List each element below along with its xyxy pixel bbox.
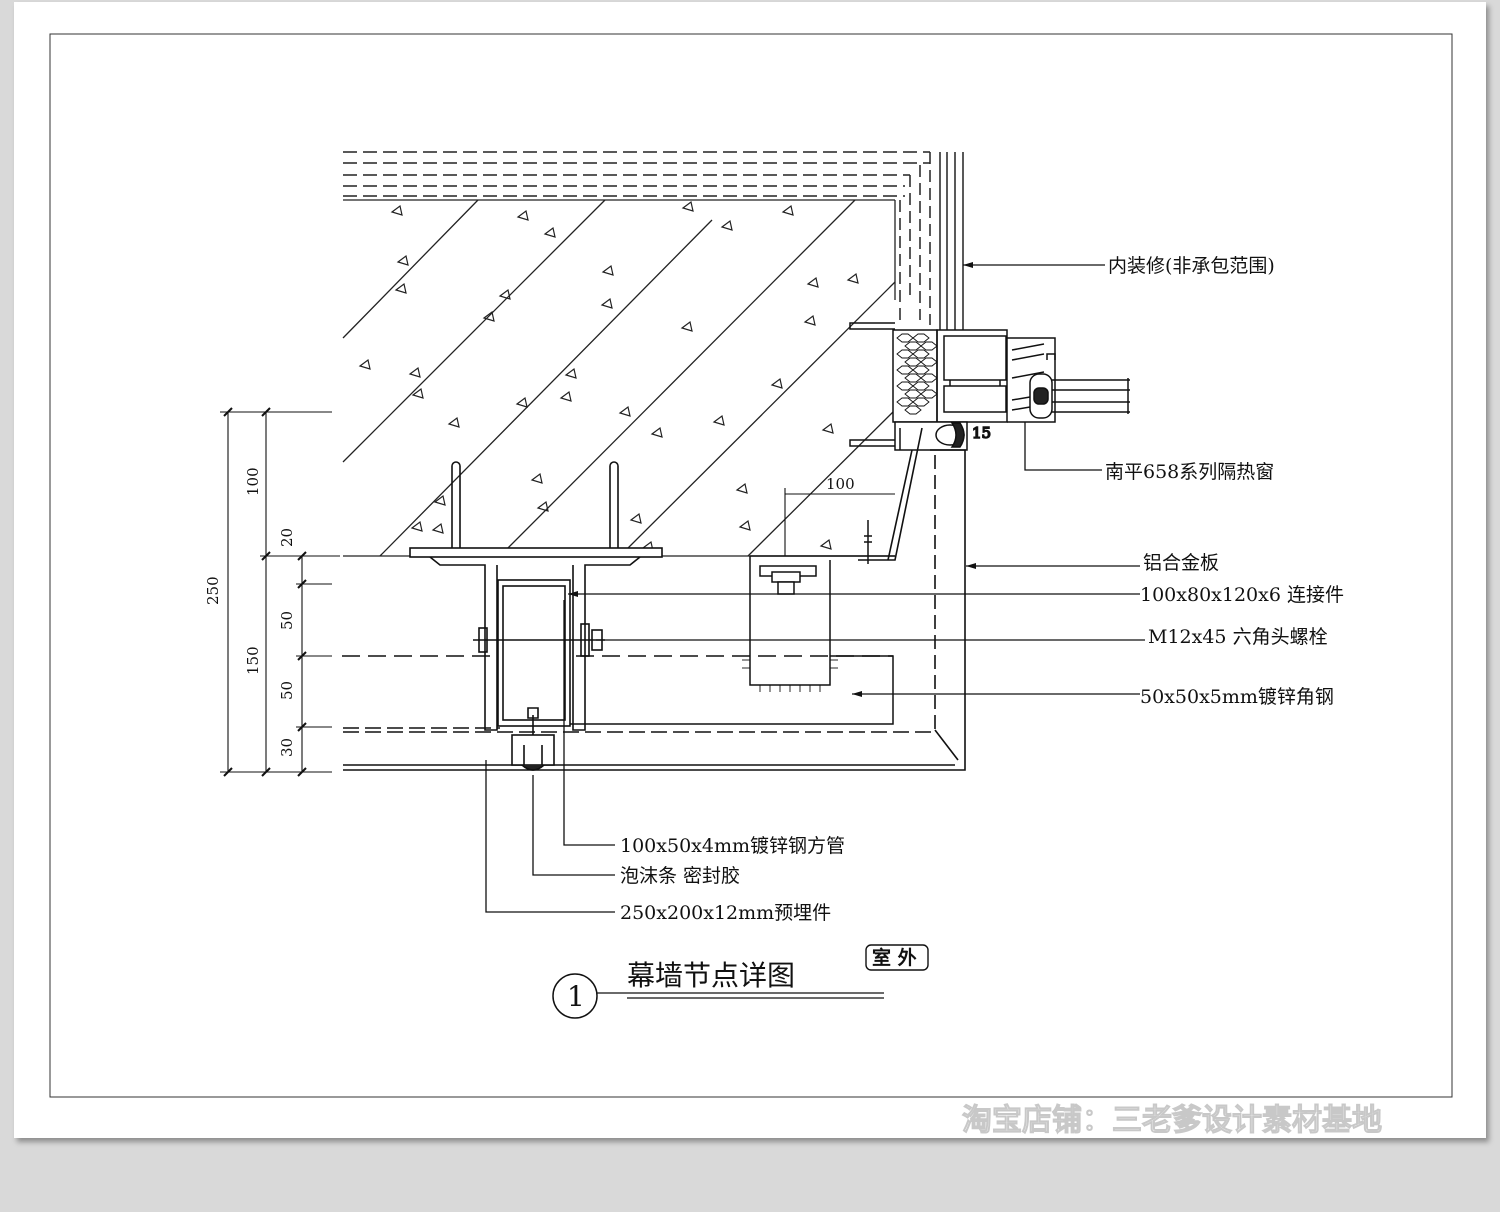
title-text: 幕墙节点详图 <box>627 959 795 992</box>
title-tag: 室 外 <box>872 946 917 969</box>
dim-50-a: 50 <box>278 611 296 630</box>
title-block: 1 幕墙节点详图 室 外 <box>552 944 929 1019</box>
svg-text:15: 15 <box>972 424 991 442</box>
aluminum-panel <box>343 427 966 771</box>
label-embed-plate: 250x200x12mm预埋件 <box>620 902 831 924</box>
interior-finish-lines <box>343 151 964 330</box>
drawing-frame <box>49 33 1453 1098</box>
label-foam-sealant: 泡沫条 密封胶 <box>620 865 740 887</box>
label-window: 南平658系列隔热窗 <box>1105 461 1274 483</box>
label-square-tube: 100x50x4mm镀锌钢方管 <box>620 835 845 857</box>
leader-arrows <box>568 262 976 697</box>
dim-20: 20 <box>278 528 296 547</box>
dim-100: 100 <box>244 467 262 496</box>
dim-30: 30 <box>278 738 296 757</box>
title-tag-box <box>865 944 929 971</box>
embed-plate-and-tube <box>409 461 663 771</box>
dim-100-top: 100 <box>826 475 855 493</box>
label-connector: 100x80x120x6 连接件 <box>1140 584 1344 606</box>
watermark: 淘宝店铺：三老爹设计素材基地 <box>962 1103 1382 1138</box>
label-angle-steel: 50x50x5mm镀锌角钢 <box>1140 686 1334 708</box>
title-number: 1 <box>567 980 585 1013</box>
leader-lines <box>485 264 1145 913</box>
title-number-circle <box>552 973 598 1019</box>
dim-250: 250 <box>204 576 222 605</box>
dim-50-b: 50 <box>278 681 296 700</box>
label-aluminum-panel: 铝合金板 <box>1143 552 1219 574</box>
dimension-lines <box>220 407 895 777</box>
concrete-slab <box>342 199 896 557</box>
label-bolt: M12x45 六角头螺栓 <box>1148 626 1328 648</box>
dim-150: 150 <box>244 646 262 675</box>
angle-steel <box>342 520 895 725</box>
label-interior-finish: 内装修(非承包范围) <box>1108 255 1275 277</box>
